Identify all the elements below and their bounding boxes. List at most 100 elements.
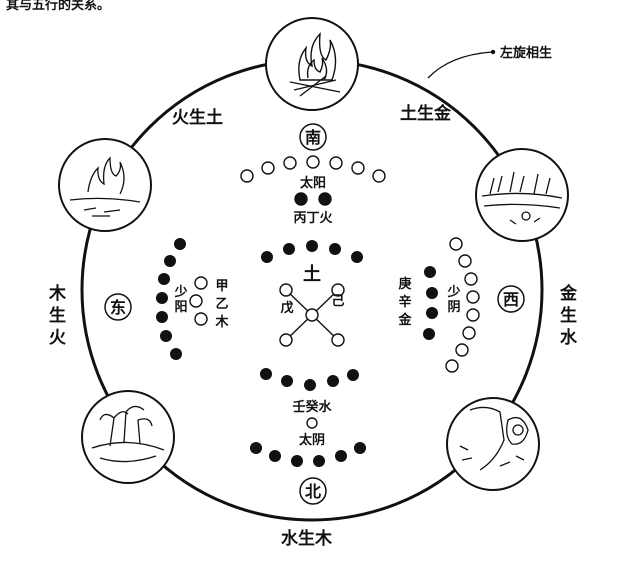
annotation-dot: [490, 49, 496, 55]
dot-hollow: [279, 283, 293, 297]
east-yinyang: 少 阳: [173, 284, 187, 315]
svg-text:水: 水: [560, 327, 578, 348]
emblem-southwest: [81, 390, 175, 484]
svg-text:阴: 阴: [447, 300, 460, 315]
svg-text:乙: 乙: [215, 297, 228, 312]
svg-text:金: 金: [397, 312, 412, 328]
dot-filled: [160, 330, 172, 342]
dot-filled: [426, 287, 438, 299]
dot-filled: [351, 251, 363, 263]
svg-text:少: 少: [173, 284, 187, 300]
dot-filled: [174, 238, 186, 250]
svg-text:西: 西: [503, 290, 519, 309]
plant-icon: [91, 405, 165, 463]
fire-icon: [289, 32, 341, 97]
dot-filled: [261, 251, 273, 263]
svg-text:庚: 庚: [398, 276, 411, 292]
emblem-northwest: [58, 138, 152, 232]
svg-text:东: 东: [110, 298, 126, 317]
dot-hollow: [331, 283, 345, 297]
dot-filled: [156, 292, 168, 304]
dot-hollow: [445, 359, 459, 373]
dot-hollow: [462, 326, 476, 340]
south-dots: [240, 155, 386, 206]
annotation-text: 左旋相生: [500, 45, 552, 61]
dot-filled: [158, 273, 170, 285]
label-metal-generates-water: 金 生 水: [559, 283, 578, 348]
dot-filled: [291, 455, 303, 467]
dot-filled: [304, 379, 316, 391]
direction-east: 东: [104, 293, 132, 321]
dot-filled: [269, 450, 281, 462]
dot-filled: [283, 243, 295, 255]
dot-filled: [426, 307, 438, 319]
west-dots-arc: [445, 237, 480, 373]
south-yinyang: 太阳: [299, 175, 326, 191]
dot-hollow: [305, 308, 319, 322]
direction-west: 西: [497, 285, 525, 313]
center-wu: 戊: [279, 300, 293, 316]
dot-filled: [306, 240, 318, 252]
dot-filled: [260, 368, 272, 380]
dot-hollow: [458, 254, 472, 268]
center-ji: 己: [331, 294, 344, 309]
direction-south: 南: [299, 123, 327, 151]
dot-hollow: [194, 276, 208, 290]
north-dots-bottom: [250, 442, 366, 467]
svg-text:金: 金: [559, 283, 578, 304]
center-earth: 土: [303, 264, 321, 285]
west-dots-filled: [423, 266, 438, 340]
svg-text:阳: 阳: [174, 300, 187, 315]
caption: 其与五行的关系。: [6, 0, 111, 13]
north-yinyang: 太阴: [298, 432, 325, 448]
ore-icon: [459, 406, 529, 471]
dot-filled: [164, 255, 176, 267]
dot-hollow: [331, 333, 345, 347]
dot-hollow: [189, 294, 203, 308]
emblem-south: [265, 17, 359, 111]
dot-hollow: [279, 333, 293, 347]
dot-filled: [294, 192, 308, 206]
emblem-southeast: [446, 397, 540, 491]
dot-filled: [281, 375, 293, 387]
south-stems: 丙丁火: [293, 211, 333, 226]
label-wood-generates-fire: 木 生 火: [48, 283, 67, 348]
dot-filled: [347, 369, 359, 381]
dot-hollow: [283, 156, 297, 170]
north-stems: 壬癸水: [292, 399, 332, 415]
dot-filled: [170, 348, 182, 360]
annotation-pointer: [427, 51, 493, 79]
svg-text:少: 少: [446, 284, 460, 300]
dot-hollow: [240, 169, 254, 183]
dot-hollow: [466, 290, 480, 304]
dot-filled: [354, 442, 366, 454]
svg-text:南: 南: [305, 128, 321, 147]
svg-text:木: 木: [214, 314, 229, 330]
label-earth-generates-metal: 土生金: [400, 103, 452, 124]
svg-text:火: 火: [49, 328, 67, 348]
dot-filled: [423, 328, 435, 340]
dot-filled: [156, 311, 168, 323]
emblem-northeast: [475, 148, 569, 242]
west-stems: 庚 辛 金: [397, 276, 412, 328]
center-dots-top: [261, 240, 363, 263]
svg-text:北: 北: [305, 482, 321, 501]
dot-hollow: [449, 237, 463, 251]
label-fire-generates-earth: 火生土: [172, 107, 223, 128]
dot-hollow: [329, 156, 343, 170]
dot-hollow: [306, 417, 318, 429]
dot-filled: [318, 192, 332, 206]
dot-filled: [335, 450, 347, 462]
dot-filled: [329, 243, 341, 255]
fire-icon: [69, 156, 141, 217]
direction-north: 北: [299, 477, 327, 505]
dot-filled: [327, 375, 339, 387]
north-dots-arc: [260, 368, 359, 391]
svg-text:生: 生: [49, 305, 66, 326]
east-stems: 甲 乙 木: [214, 279, 229, 330]
dot-hollow: [351, 161, 365, 175]
dot-hollow: [372, 169, 386, 183]
dot-hollow: [466, 308, 480, 322]
west-yinyang: 少 阴: [446, 284, 460, 315]
